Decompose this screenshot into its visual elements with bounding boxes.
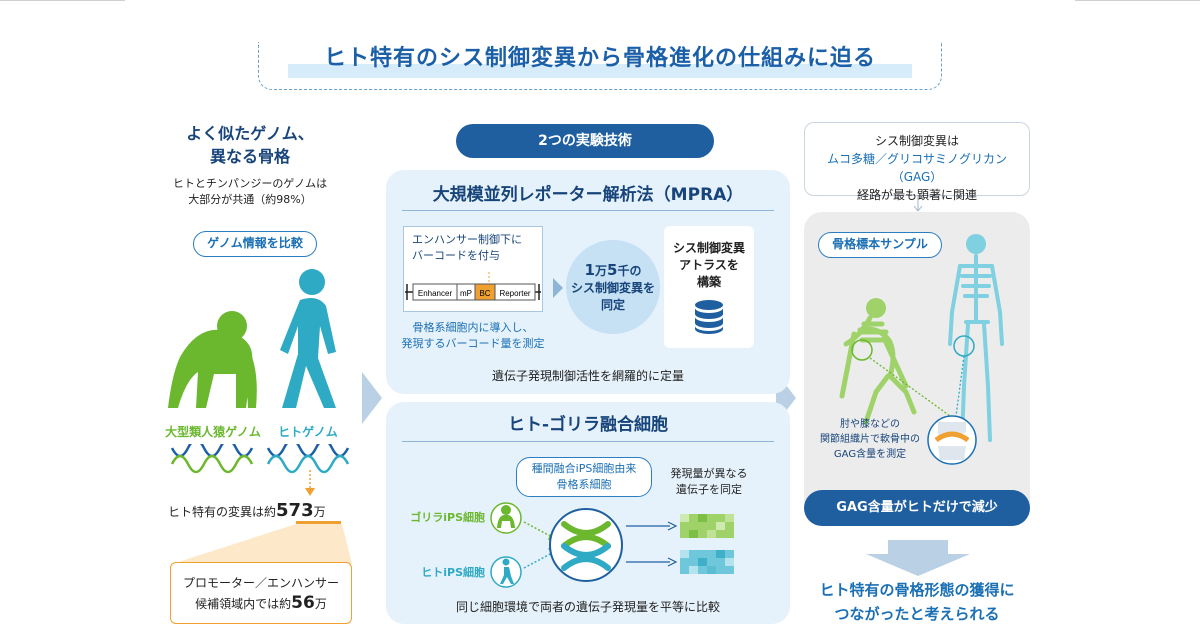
- dna-helix-icon: [170, 444, 254, 474]
- dna-comparison: [170, 444, 350, 496]
- conclusion-text: ヒト特有の骨格形態の獲得に つながったと考えられる: [790, 578, 1044, 626]
- variant-count: 573: [276, 500, 314, 521]
- variant-unit: 万: [313, 505, 326, 519]
- construct-text: エンハンサー制御下に バーコードを付与: [412, 232, 537, 264]
- gorilla-ips-label: ゴリラiPS細胞: [410, 511, 485, 524]
- mpra-arrow: [553, 278, 563, 298]
- diff-expression-text: 発現量が異なる 遺伝子を同定: [664, 466, 754, 498]
- identified-variants-circle: 1万5千の シス制御変異を 同定: [566, 240, 660, 334]
- segment-bc: BC: [479, 289, 490, 298]
- circle-line3: 同定: [600, 298, 625, 312]
- promoter-count: 56: [291, 593, 315, 613]
- diff-line1: 発現量が異なる: [670, 467, 748, 480]
- title-frame: [258, 42, 942, 90]
- promoter-line1: プロモーター／エンハンサー: [182, 576, 339, 590]
- left-heading-line2: 異なる骨格: [209, 147, 290, 166]
- left-sub-line2: 大部分が共通（約98%）: [188, 193, 312, 206]
- ape-genome-label: 大型類人猿ゲノム: [165, 425, 261, 439]
- circle-unit1: 万: [594, 264, 607, 278]
- page-title: ヒト特有のシス制御変異から骨格進化の仕組みに迫る: [323, 46, 876, 71]
- mpra-note-line1: 骨格系細胞内に導入し、: [412, 321, 534, 334]
- promoter-box: プロモーター／エンハンサー 候補領域内では約56万: [170, 562, 352, 624]
- joint-line1: 肘や膝などの: [840, 419, 900, 430]
- mpra-footer: 遺伝子発現制御活性を網羅的に定量: [491, 369, 684, 383]
- circle-unit2: 千の: [617, 264, 642, 278]
- conclusion-line2: つながったと考えられる: [834, 605, 1000, 623]
- human-genome-label: ヒトゲノム: [278, 425, 338, 439]
- segment-reporter: Reporter: [499, 289, 530, 298]
- gag-result-bar: GAG含量がヒトだけで減少: [804, 490, 1030, 526]
- down-arrow-icon: [866, 540, 970, 576]
- knee-joint-icon: [927, 415, 977, 465]
- ape-skeleton-icon: [839, 298, 917, 425]
- top-rule-right: [1075, 0, 1200, 1]
- segment-mp: mP: [460, 289, 472, 298]
- genome-compare-pill: ゲノム情報を比較: [193, 231, 317, 257]
- gorilla-icon: [497, 505, 515, 528]
- segment-enhancer: Enhancer: [418, 289, 453, 298]
- construct-line1: エンハンサー制御下に: [412, 233, 522, 246]
- flow-arrow-left: [362, 372, 382, 424]
- atlas-line1: シス制御変異: [672, 241, 745, 255]
- variant-underline: [296, 521, 341, 524]
- note-line2: ムコ多糖／グリコサミノグリカン（GAG）: [826, 152, 1007, 184]
- mpra-note: 骨格系細胞内に導入し、 発現するバーコード量を測定: [386, 320, 560, 352]
- human-silhouette-icon: [280, 269, 336, 408]
- joint-line3: GAG含量を測定: [833, 449, 907, 460]
- database-icon: [695, 300, 723, 334]
- note-line1: シス制御変異は: [874, 134, 959, 148]
- left-heading: よく似たゲノム、 異なる骨格: [160, 122, 340, 168]
- note-line3: 経路が最も顕著に関連: [856, 188, 977, 202]
- human-ips-label: ヒトiPS細胞: [421, 566, 485, 579]
- skeleton-illustration: [839, 234, 1004, 465]
- circle-num2: 5: [607, 261, 618, 279]
- mpra-title: 大規模並列レポーター解析法（MPRA）: [432, 185, 744, 205]
- fusion-diagram: [490, 502, 734, 588]
- skeleton-sample-pill: 骨格標本サンプル: [818, 232, 942, 258]
- circle-line1: 1万5千の: [566, 262, 660, 280]
- conclusion-line1: ヒト特有の骨格形態の獲得に: [819, 581, 1015, 599]
- heatmap-icon: [680, 514, 734, 574]
- cell-line2: 骨格系細胞: [556, 478, 612, 491]
- promoter-line2: 候補領域内では約56万: [171, 593, 351, 614]
- top-rule-left: [0, 0, 125, 1]
- chromosome-fusion-icon: [561, 521, 611, 571]
- note-connector: [913, 196, 923, 212]
- reporter-construct: Enhancer mP BC Reporter: [405, 270, 541, 301]
- joint-measure-note: 肘や膝などの 関節組織片で軟骨中の GAG含量を測定: [810, 417, 930, 462]
- diff-line2: 遺伝子を同定: [676, 483, 742, 496]
- gag-pathway-note: シス制御変異は ムコ多糖／グリコサミノグリカン（GAG） 経路が最も顕著に関連: [804, 122, 1030, 202]
- left-sub-line1: ヒトとチンパンジーのゲノムは: [172, 177, 328, 190]
- joint-line2: 関節組織片で軟骨中の: [820, 434, 920, 445]
- walking-human-icon: [500, 558, 514, 584]
- fused-cell-pill: 種間融合iPS細胞由来 骨格系細胞: [516, 457, 652, 497]
- two-techniques-pill: 2つの実験技術: [456, 124, 714, 158]
- variant-prefix: ヒト特有の変異は約: [168, 505, 277, 519]
- fusion-title: ヒト-ゴリラ融合細胞: [507, 415, 669, 435]
- left-heading-line1: よく似たゲノム、: [186, 124, 314, 143]
- mpra-rule: [402, 210, 774, 211]
- promoter-unit: 万: [314, 597, 327, 611]
- circle-num1: 1: [584, 261, 595, 279]
- title-highlight: [288, 64, 912, 78]
- promoter-prefix: 候補領域内では約: [195, 597, 292, 611]
- zoom-trapezoid: [172, 524, 352, 564]
- fusion-footer: 同じ細胞環境で両者の遺伝子発現量を平等に比較: [455, 600, 720, 614]
- atlas-box: シス制御変異 アトラスを 構築: [664, 226, 754, 348]
- species-illustration: [168, 269, 336, 408]
- human-skeleton-icon: [948, 234, 1004, 442]
- fusion-rule: [402, 441, 774, 442]
- cell-line1: 種間融合iPS細胞由来: [531, 462, 637, 475]
- variant-count-line: ヒト特有の変異は約573万: [168, 500, 353, 521]
- dna-helix-icon: [266, 444, 350, 474]
- left-subtext: ヒトとチンパンジーのゲノムは 大部分が共通（約98%）: [160, 176, 340, 208]
- atlas-line3: 構築: [696, 275, 721, 289]
- skeleton-panel: [804, 212, 1030, 524]
- circle-line2: シス制御変異を: [570, 281, 655, 295]
- atlas-line2: アトラスを: [679, 258, 739, 272]
- chimp-silhouette-icon: [168, 311, 257, 408]
- mpra-note-line2: 発現するバーコード量を測定: [401, 337, 545, 350]
- construct-line2: バーコードを付与: [412, 249, 500, 262]
